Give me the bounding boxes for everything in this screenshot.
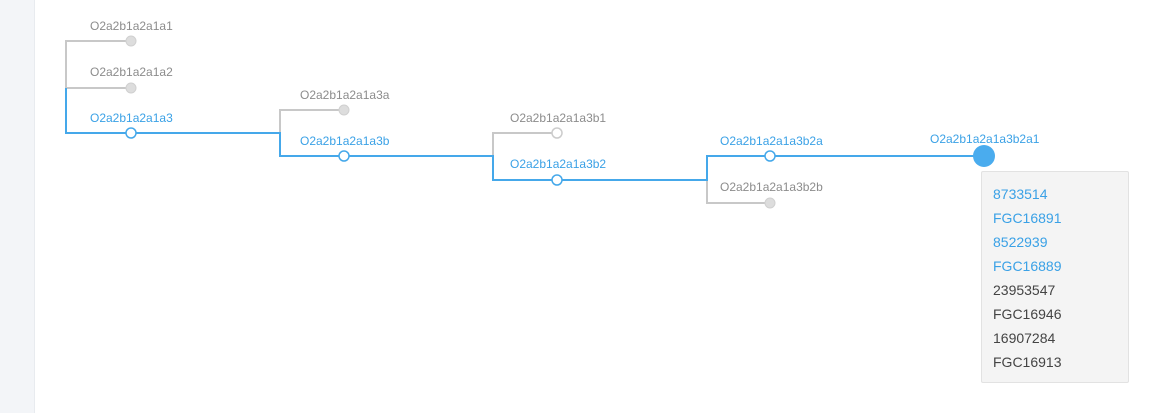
tree-node-dot[interactable] <box>125 35 137 47</box>
tree-node-dot-active[interactable] <box>551 174 563 186</box>
tree-node-dot[interactable] <box>125 82 137 94</box>
tree-node-label-selected[interactable]: O2a2b1a2a1a3b2a1 <box>930 132 1040 146</box>
tree-node-label[interactable]: O2a2b1a2a1a1 <box>90 19 173 33</box>
tree-edge <box>706 180 770 204</box>
left-sidebar-strip <box>0 0 35 413</box>
snp-link[interactable]: 8522939 <box>993 234 1048 250</box>
snp-item: 23953547 <box>993 282 1056 298</box>
tree-edge <box>492 132 557 156</box>
tree-node-label[interactable]: O2a2b1a2a1a2 <box>90 65 173 79</box>
tree-node-label[interactable]: O2a2b1a2a1a3b2b <box>720 180 823 194</box>
snp-link[interactable]: FGC16891 <box>993 210 1062 226</box>
tree-node-label[interactable]: O2a2b1a2a1a3b1 <box>510 111 606 125</box>
tree-node-selected-dot[interactable] <box>973 145 995 167</box>
tree-node-dot-active[interactable] <box>125 127 137 139</box>
tree-node-label-active[interactable]: O2a2b1a2a1a3b2a <box>720 134 823 148</box>
tree-node-label[interactable]: O2a2b1a2a1a3a <box>300 88 390 102</box>
snp-item: FGC16913 <box>993 354 1062 370</box>
snp-link[interactable]: 8733514 <box>993 186 1048 202</box>
snp-detail-panel: 8733514 FGC16891 8522939 FGC16889 239535… <box>981 171 1129 383</box>
tree-edge <box>65 40 131 88</box>
snp-item: 16907284 <box>993 330 1056 346</box>
tree-node-label-active[interactable]: O2a2b1a2a1a3b2 <box>510 157 606 171</box>
tree-node-dot[interactable] <box>338 104 350 116</box>
tree-node-dot[interactable] <box>551 127 563 139</box>
tree-node-dot[interactable] <box>764 197 776 209</box>
tree-node-dot-active[interactable] <box>764 150 776 162</box>
snp-item: FGC16946 <box>993 306 1062 322</box>
tree-node-label-active[interactable]: O2a2b1a2a1a3b <box>300 134 390 148</box>
tree-node-dot-active[interactable] <box>338 150 350 162</box>
tree-edge <box>279 109 344 133</box>
snp-link[interactable]: FGC16889 <box>993 258 1062 274</box>
tree-node-label-active[interactable]: O2a2b1a2a1a3 <box>90 111 173 125</box>
tree-edge-active <box>65 88 984 181</box>
